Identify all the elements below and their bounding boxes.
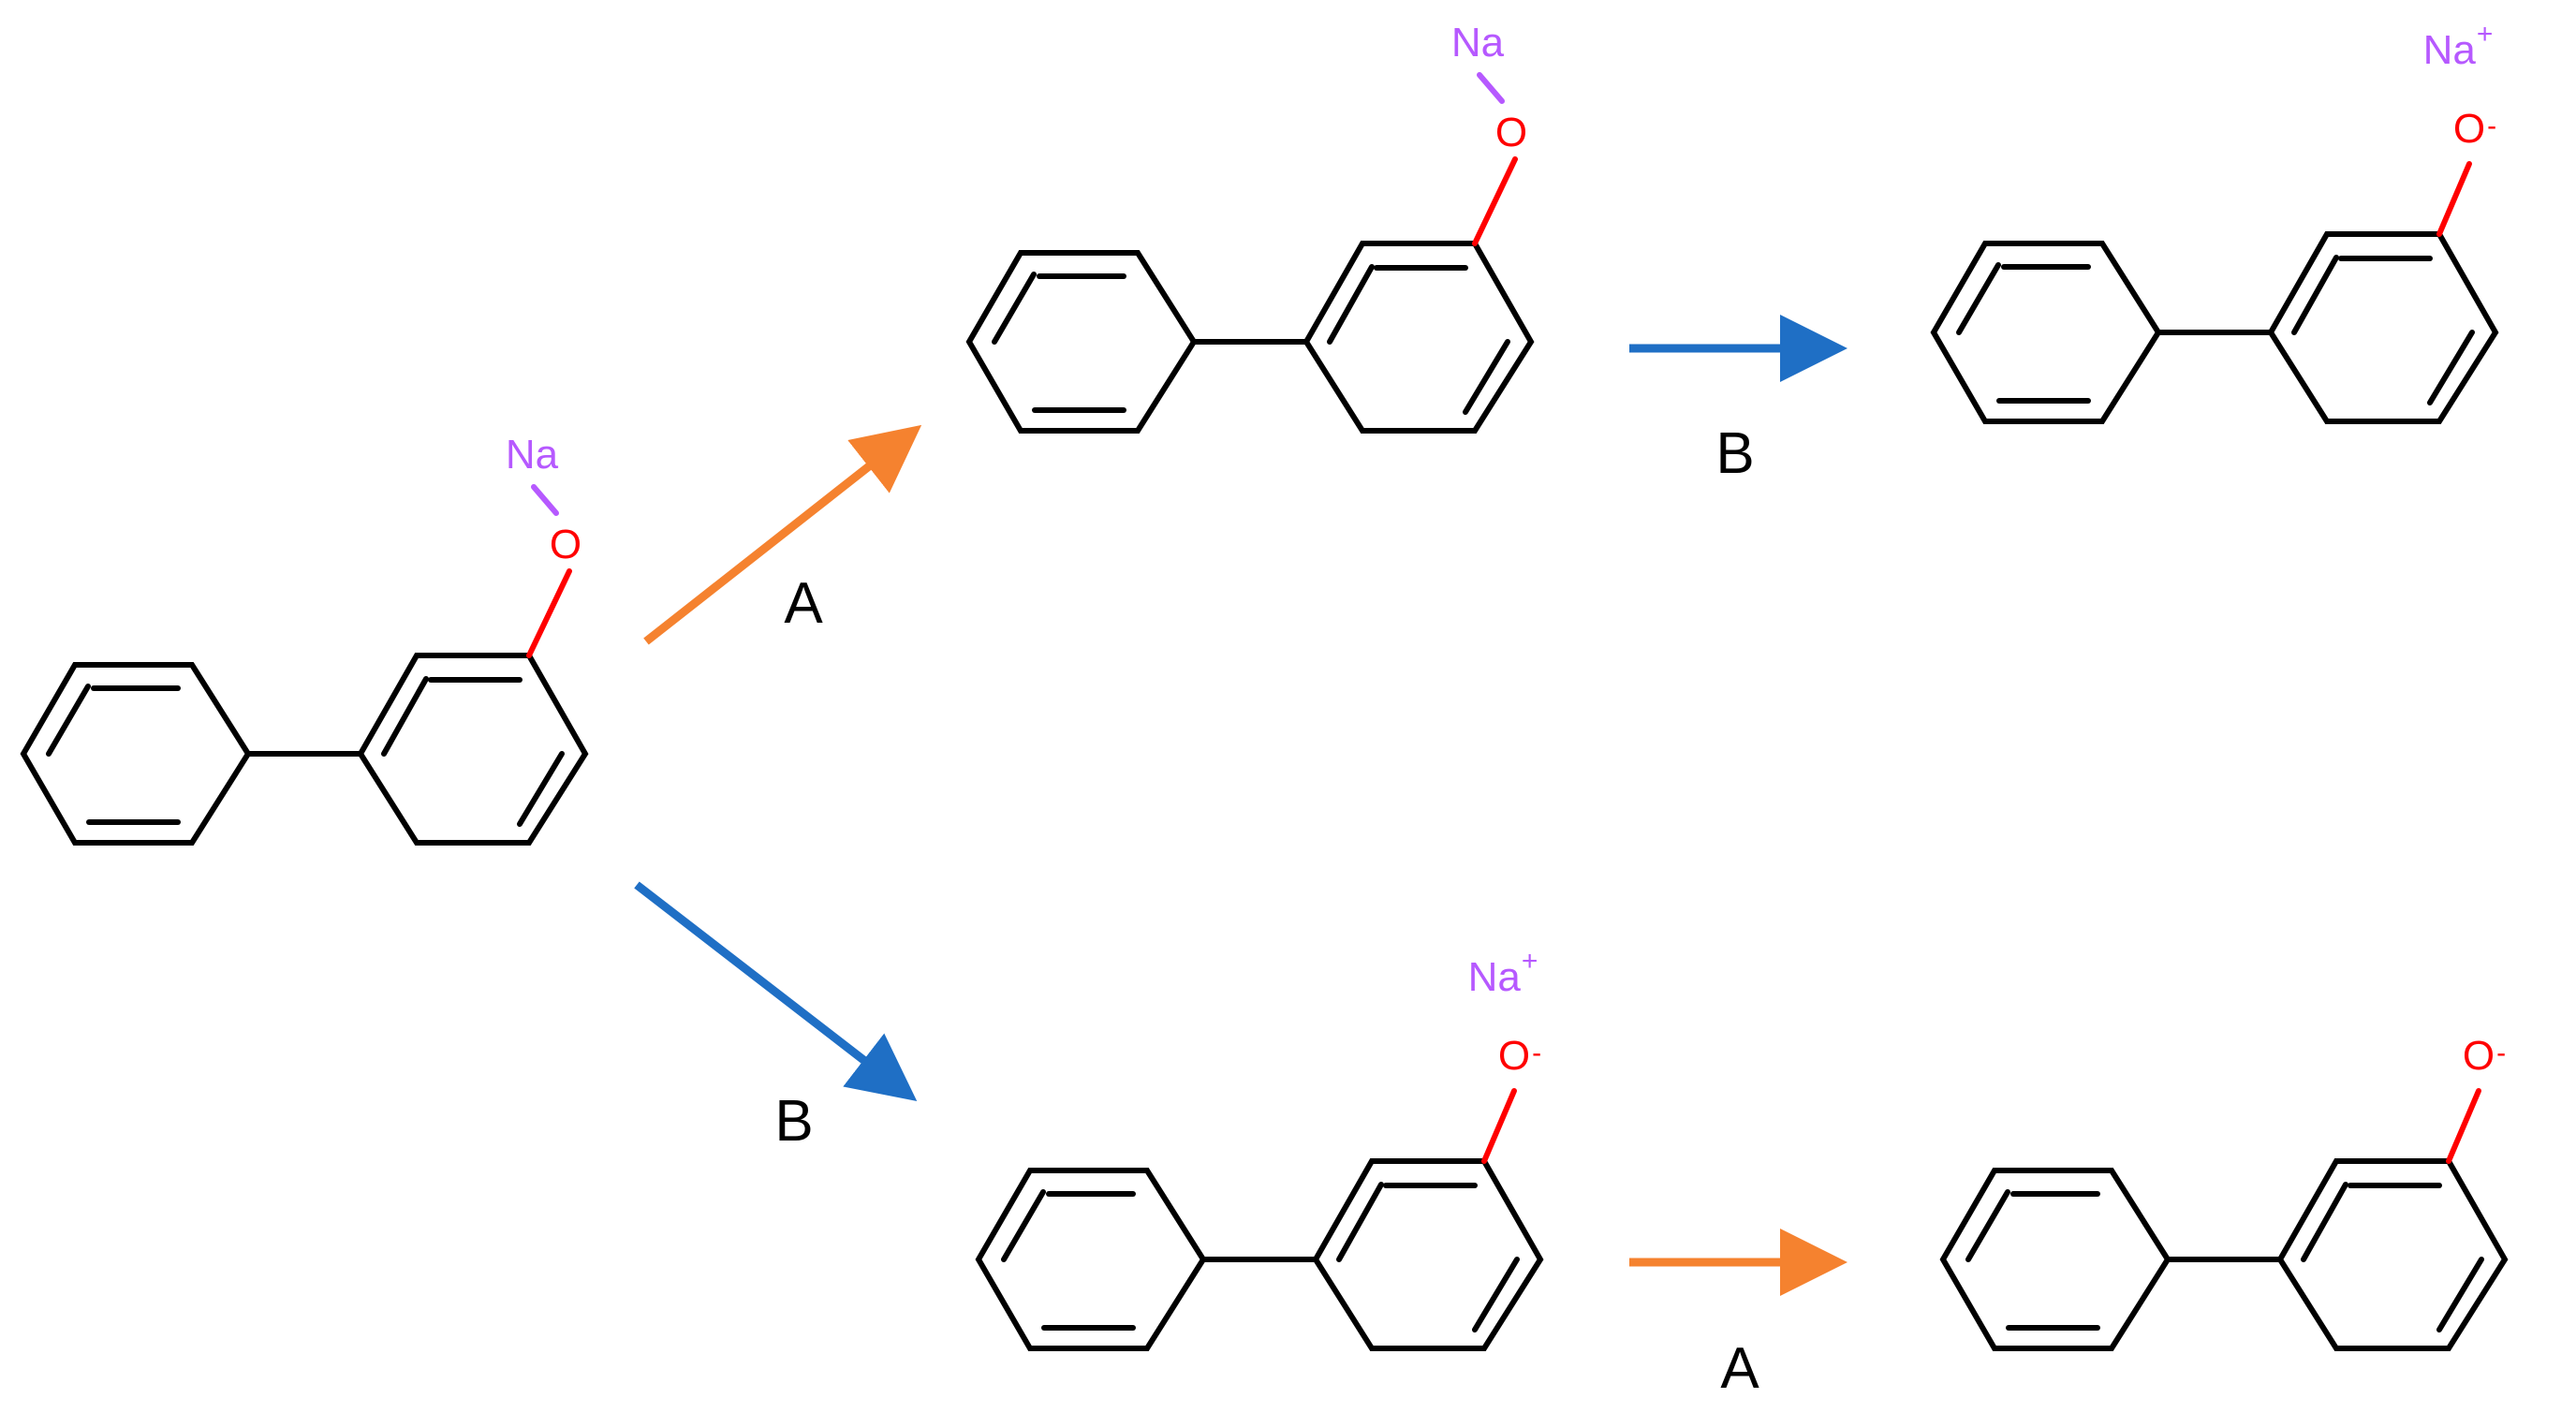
step-label-b-top: B (1715, 421, 1754, 486)
oxygen-atom: O (550, 522, 581, 567)
phenyl-ring (20, 662, 252, 846)
phenol-ring (2267, 231, 2499, 424)
arrow-b-bottom (634, 881, 918, 1101)
oxide-atom: O- (2463, 1033, 2506, 1079)
step-label-b-bottom: B (774, 1089, 813, 1154)
molecule-start: O Na (20, 432, 589, 846)
c-o-bond (2446, 1088, 2481, 1164)
c-o-bond (1472, 156, 1518, 246)
sodium-atom: Na (1451, 20, 1505, 66)
molecule-top-product: O- Na+ (1930, 19, 2499, 424)
sodium-ion: Na+ (2423, 19, 2494, 73)
step-label-a-top: A (784, 571, 823, 636)
c-o-bond (526, 568, 572, 658)
phenyl-ring (975, 1168, 1207, 1351)
phenol-ring (357, 653, 589, 846)
oxygen-atom: O (1495, 110, 1527, 155)
sodium-ion: Na+ (1468, 946, 1538, 1000)
phenol-ring (1303, 241, 1535, 434)
step-label-a-bottom: A (1720, 1336, 1759, 1401)
sodium-atom: Na (506, 432, 559, 478)
phenyl-ring (1939, 1168, 2171, 1351)
molecule-bottom-product: O- (1939, 1033, 2509, 1351)
o-na-bond (531, 484, 559, 516)
molecule-top-intermediate: O Na (965, 20, 1535, 434)
arrow-a-top (643, 424, 922, 645)
phenol-ring (1312, 1158, 1544, 1351)
phenol-ring (2276, 1158, 2509, 1351)
phenyl-ring (965, 250, 1198, 434)
c-o-bond (1481, 1088, 1517, 1164)
c-o-bond (2436, 161, 2472, 237)
oxide-atom: O- (1498, 1033, 1541, 1079)
o-na-bond (1477, 72, 1505, 104)
oxide-atom: O- (2453, 106, 2496, 152)
phenyl-ring (1930, 241, 2162, 424)
molecule-bottom-intermediate: O- Na+ (975, 946, 1544, 1351)
